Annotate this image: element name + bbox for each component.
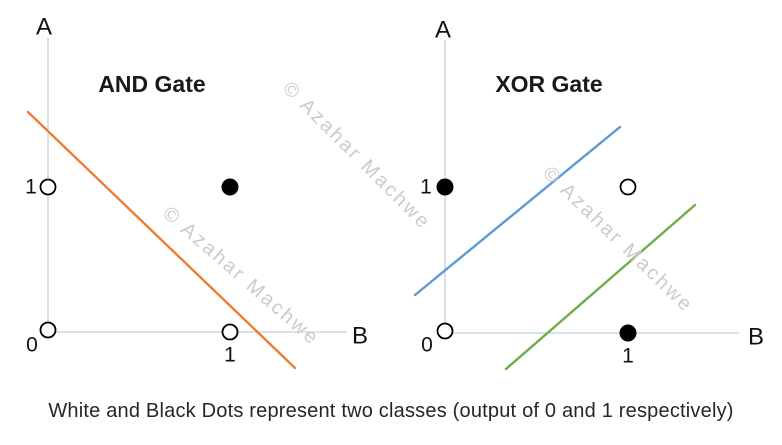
- xor-point-b0-a0-white: [436, 322, 454, 340]
- and-tick-label-b0-a0: 0: [26, 334, 38, 357]
- and-vertical-axis-label: A: [36, 14, 52, 41]
- xor-vertical-axis-label: A: [435, 17, 451, 44]
- watermark-text-2: © Azahar Machwe: [158, 202, 323, 350]
- diagram-and: AND Gate A B 0 1 1: [25, 14, 368, 370]
- xor-decision-boundary-lower: [504, 203, 697, 371]
- and-decision-boundary: [26, 110, 297, 370]
- xor-tick-label-b0-a1: 1: [420, 176, 432, 199]
- xor-point-b0-a1-black: [436, 178, 454, 196]
- xor-decision-boundary-upper: [413, 125, 622, 297]
- watermark-text-3: © Azahar Machwe: [538, 162, 697, 317]
- watermark-text-1: © Azahar Machwe: [278, 77, 435, 234]
- diagram-xor: XOR Gate A B 0 1 1: [413, 17, 764, 371]
- xor-horizontal-axis-label: B: [748, 324, 764, 351]
- and-point-b1-a0-white: [221, 323, 239, 341]
- and-point-b0-a0-white: [39, 321, 57, 339]
- and-tick-label-b1-a0: 1: [224, 344, 236, 367]
- and-horizontal-axis-label: B: [352, 323, 368, 350]
- figure-caption: White and Black Dots represent two class…: [48, 400, 734, 422]
- xor-point-b1-a1-white: [619, 178, 637, 196]
- and-title: AND Gate: [98, 71, 205, 97]
- xor-point-b1-a0-black: [619, 324, 637, 342]
- xor-tick-label-b1-a0: 1: [622, 345, 634, 368]
- xor-tick-label-b0-a0: 0: [421, 334, 433, 357]
- and-point-b1-a1-black: [221, 178, 239, 196]
- and-point-b0-a1-white: [39, 178, 57, 196]
- and-tick-label-b0-a1: 1: [25, 176, 37, 199]
- xor-title: XOR Gate: [495, 71, 602, 97]
